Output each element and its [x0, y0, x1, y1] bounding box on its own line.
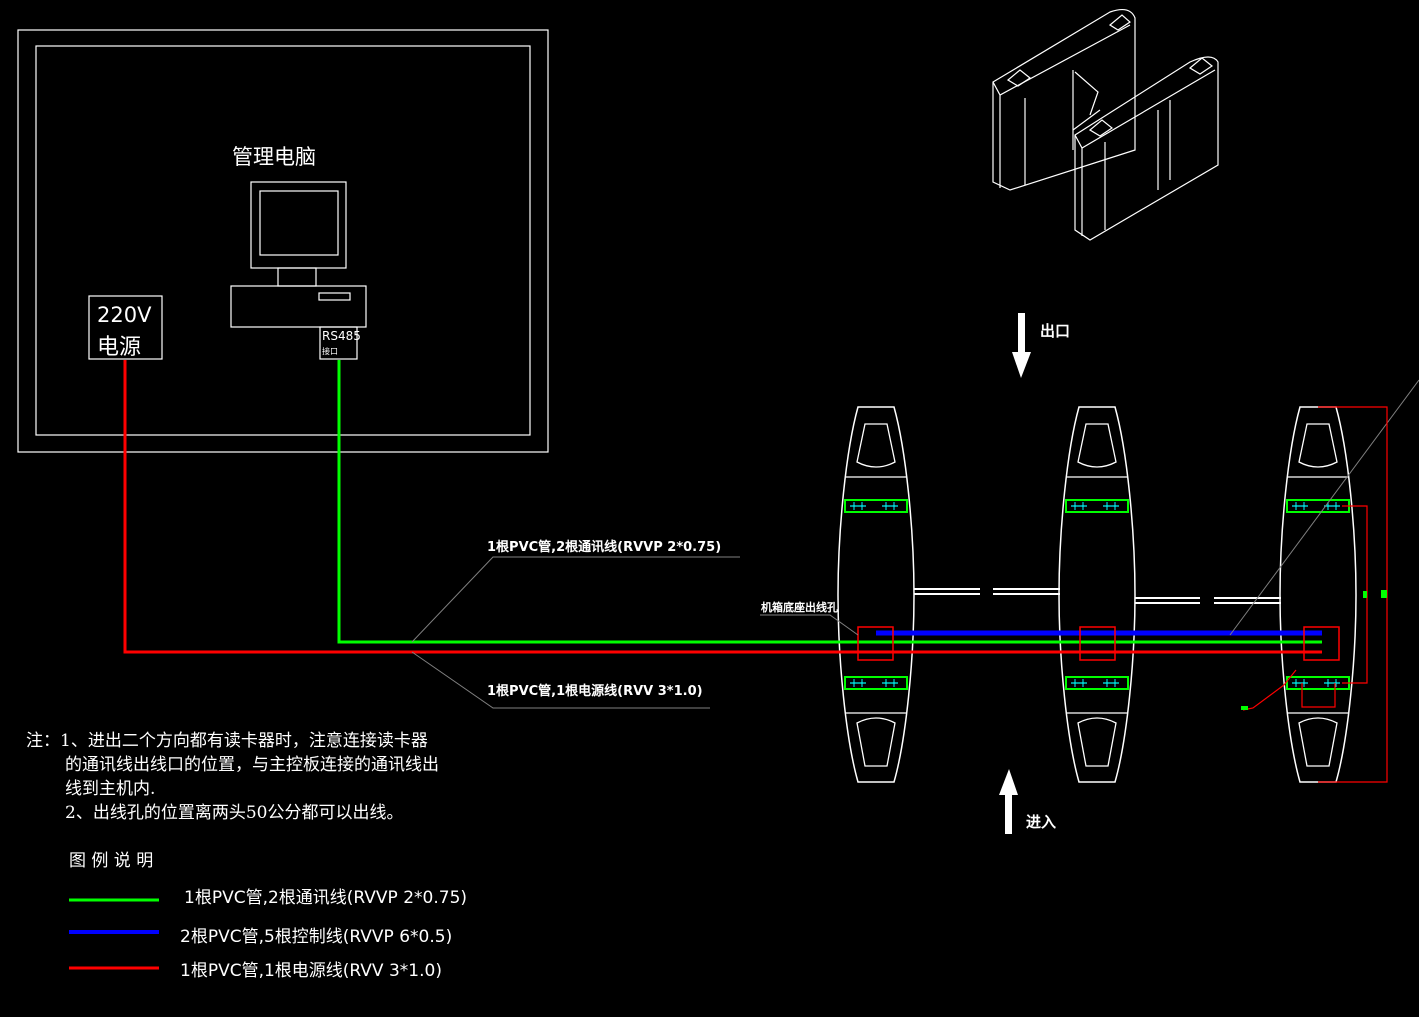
reader-cup-top	[1298, 423, 1338, 468]
reader-cup-bottom	[1298, 717, 1338, 767]
rs485-port	[319, 326, 358, 360]
computer-label: 管理电脑	[232, 145, 316, 169]
entry-label: 进入	[1026, 813, 1056, 831]
comm-cable-line	[337, 360, 1322, 644]
sensor-board	[844, 676, 908, 690]
sensor-board	[844, 499, 908, 513]
dimension-text-mark	[1241, 706, 1248, 710]
legend-label-comm: 1根PVC管,2根通讯线(RVVP 2*0.75)	[184, 888, 467, 908]
sensor-board	[1065, 499, 1129, 513]
dimension-text-mark	[1363, 591, 1367, 598]
comm-cable-callout: 1根PVC管,2根通讯线(RVVP 2*0.75)	[487, 539, 721, 555]
sensor-board	[1065, 676, 1129, 690]
note-line-1: 注：1、进出二个方向都有读卡器时，注意连接读卡器	[26, 731, 428, 751]
reader-cup-top	[856, 423, 896, 468]
exit-label: 出口	[1040, 322, 1070, 340]
power-supply-box	[88, 295, 163, 360]
sensor-board	[1286, 499, 1350, 513]
sensor-board	[1286, 676, 1350, 690]
note-line-3: 线到主机内.	[65, 779, 155, 799]
outlet-hole-boxes	[857, 626, 1340, 661]
computer-icon	[230, 181, 367, 328]
turnstile-arms	[914, 588, 1281, 604]
power-label-220v: 220V	[97, 303, 152, 327]
power-label-source: 电源	[97, 335, 141, 360]
turnstile-body-1	[837, 406, 915, 783]
dimension-text-mark	[1381, 590, 1387, 598]
rs485-sub-label: 接口	[322, 346, 338, 356]
power-cable-line	[123, 360, 1322, 654]
note-line-2: 的通讯线出线口的位置，与主控板连接的通讯线出	[65, 755, 439, 775]
reader-cup-bottom	[1077, 717, 1117, 767]
entry-arrow-icon	[999, 769, 1018, 834]
note-line-4: 2、出线孔的位置离两头50公分都可以出线。	[65, 803, 403, 823]
turnstile-body-2	[1058, 406, 1136, 783]
reader-cup-top	[1077, 423, 1117, 468]
legend-label-power: 1根PVC管,1根电源线(RVV 3*1.0)	[180, 961, 442, 981]
room-inner-frame	[35, 45, 531, 436]
rs485-label: RS485	[322, 329, 361, 343]
turnstile-isometric-drawing	[992, 8, 1219, 241]
reader-cup-bottom	[856, 717, 896, 767]
power-cable-callout: 1根PVC管,1根电源线(RVV 3*1.0)	[487, 683, 703, 699]
room-outer-frame	[17, 29, 549, 453]
turnstile-body-3	[1279, 406, 1357, 783]
legend-title: 图 例 说 明	[69, 851, 153, 871]
outlet-hole-callout: 机箱底座出线孔	[761, 600, 838, 614]
legend-label-control: 2根PVC管,5根控制线(RVVP 6*0.5)	[180, 927, 452, 947]
exit-arrow-icon	[1012, 313, 1031, 378]
